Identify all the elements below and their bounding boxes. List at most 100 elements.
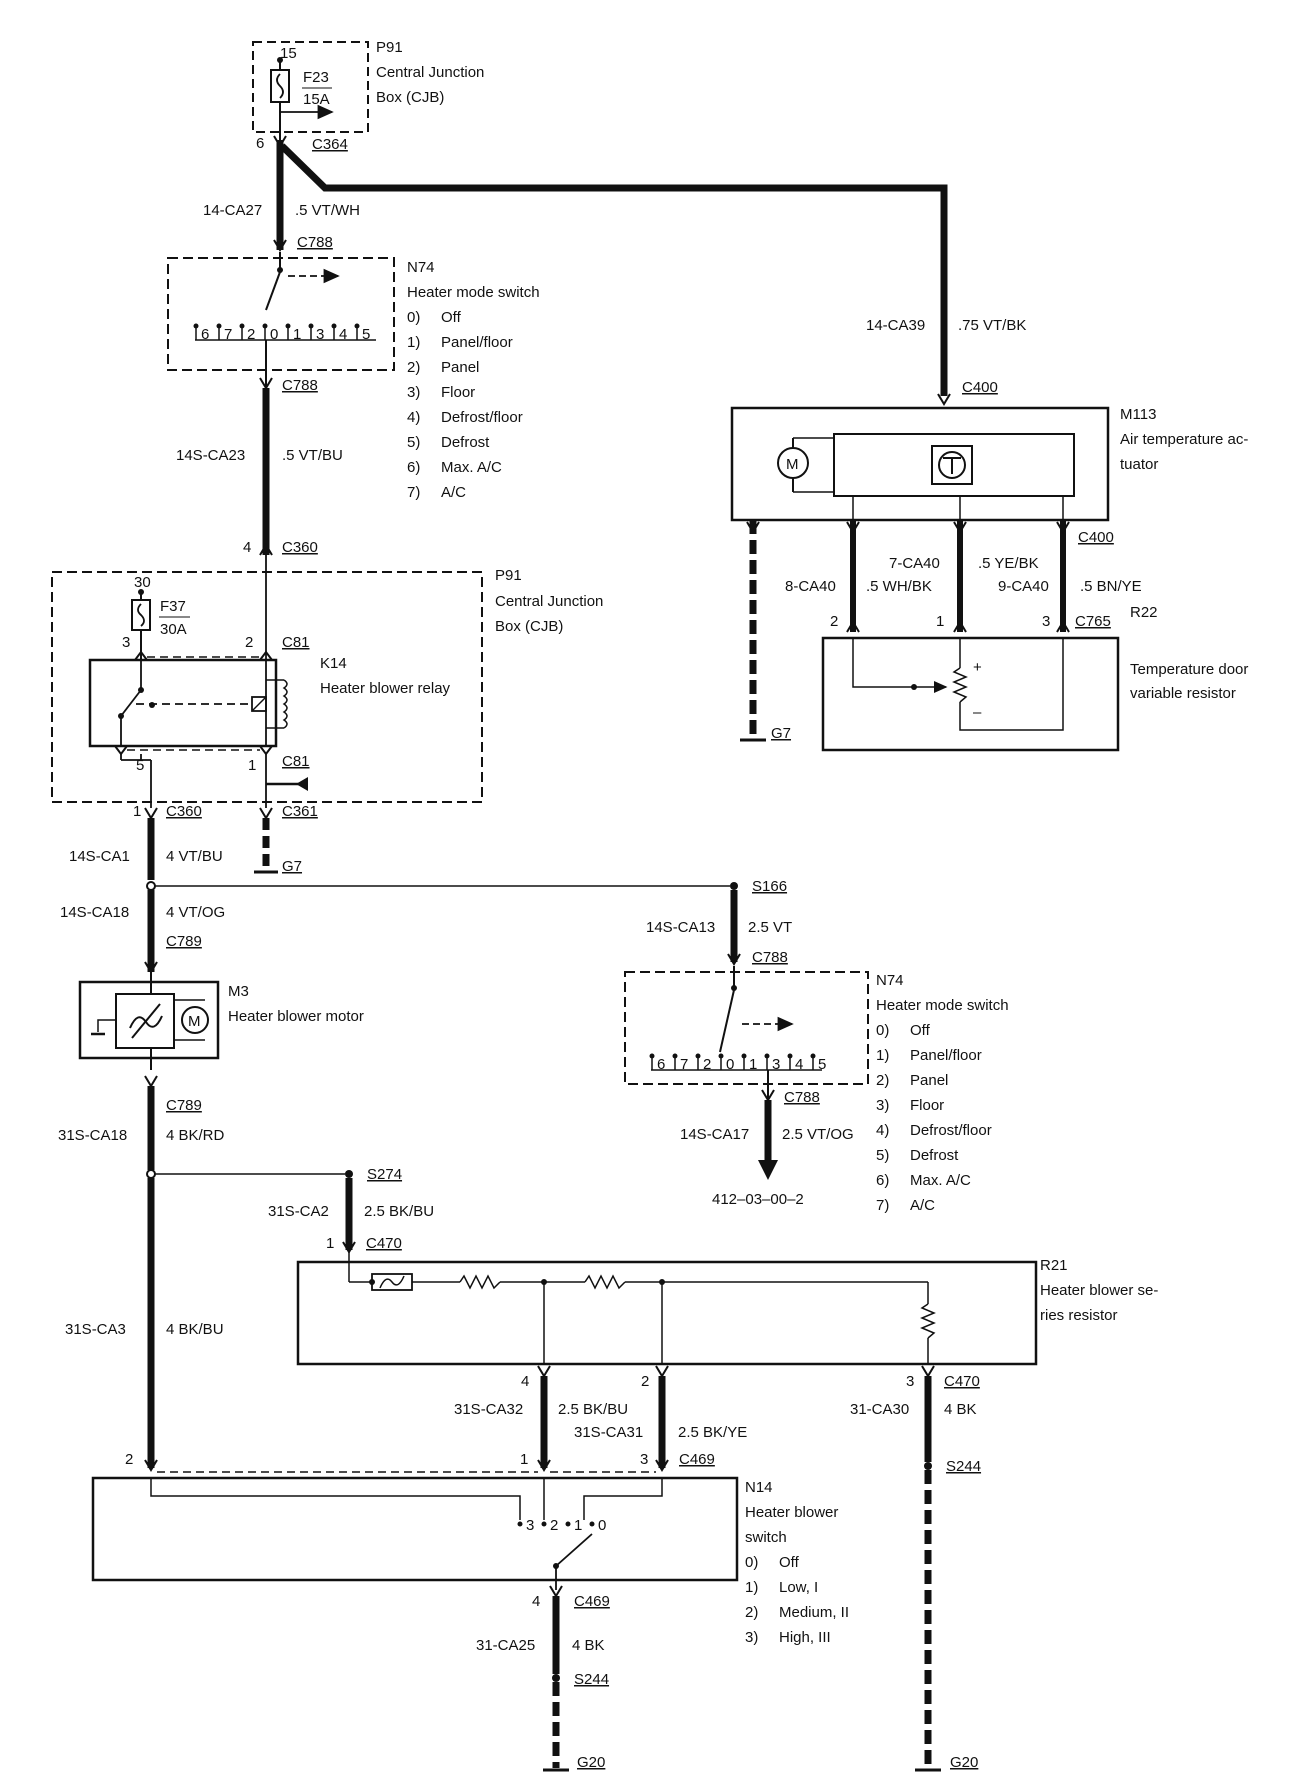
legend-position-name: Off — [441, 309, 462, 326]
legend-position: 6) — [407, 459, 420, 476]
k14-pin2: 2 — [245, 634, 253, 651]
wire-14s-ca23: 14S-CA23 .5 VT/BU 4 C360 — [176, 377, 343, 556]
ca32-spec: 2.5 BK/BU — [558, 1401, 628, 1418]
ca31-pin3: 3 — [640, 1451, 648, 1468]
legend-position-name: Panel/floor — [441, 334, 513, 351]
ca31-spec: 2.5 BK/YE — [678, 1424, 747, 1441]
g20-right: G20 — [950, 1754, 978, 1771]
legend-position: 4) — [876, 1122, 889, 1139]
contact-point — [718, 1053, 724, 1059]
ca23-spec: .5 VT/BU — [282, 447, 343, 464]
legend-position: 1) — [876, 1047, 889, 1064]
c789-top: C789 — [166, 933, 202, 950]
contact-point — [764, 1053, 770, 1059]
r22-name1: Temperature door — [1130, 661, 1248, 678]
wire-14s-ca17: 14S-CA17 2.5 VT/OG 412–03–00–2 — [680, 1089, 854, 1208]
c789-bottom: C789 — [166, 1097, 202, 1114]
contact-label: 7 — [680, 1056, 688, 1073]
legend-position: 7) — [407, 484, 420, 501]
legend-position-name: Off — [910, 1022, 931, 1039]
p91-mid-cjb: P91 Central Junction Box (CJB) 30 F37 30… — [51, 567, 603, 808]
r22-minus: – — [973, 704, 982, 721]
n14-name2: switch — [745, 1529, 787, 1546]
legend-position: 2) — [407, 359, 420, 376]
contact-label: 6 — [657, 1056, 665, 1073]
legend-position: 2) — [876, 1072, 889, 1089]
contact-label: 1 — [749, 1056, 757, 1073]
n14-contact-point — [517, 1521, 523, 1527]
ca23-circuit: 14S-CA23 — [176, 447, 245, 464]
c361-ground: C361 G7 — [254, 803, 318, 875]
contact-label: 0 — [726, 1056, 734, 1073]
contact-point — [354, 323, 360, 329]
r21-name1: Heater blower se- — [1040, 1282, 1158, 1299]
f23-rating: 15A — [303, 91, 330, 108]
n14-contact-point — [565, 1521, 571, 1527]
s244-left: S244 — [574, 1671, 609, 1688]
p91-top-name2: Box (CJB) — [376, 89, 444, 106]
wire-14s-ca18: 14S-CA18 4 VT/OG C789 — [60, 890, 225, 974]
ca1-spec: 4 VT/BU — [166, 848, 223, 865]
n14-contact-point — [541, 1521, 547, 1527]
n14-name1: Heater blower — [745, 1504, 838, 1521]
ca17-circuit: 14S-CA17 — [680, 1126, 749, 1143]
legend-position-name: Defrost — [910, 1147, 959, 1164]
contact-point — [193, 323, 199, 329]
n14-contact-label: 0 — [598, 1517, 606, 1534]
c364-connector: C364 — [312, 136, 348, 153]
c470-pin1: 1 — [326, 1235, 334, 1252]
contact-point — [239, 323, 245, 329]
31ca18-circuit: 31S-CA18 — [58, 1127, 127, 1144]
31ca18-spec: 4 BK/RD — [166, 1127, 225, 1144]
contact-point — [741, 1053, 747, 1059]
c470-bottom: C470 — [944, 1373, 980, 1390]
ca40-8-spec: .5 WH/BK — [866, 578, 932, 595]
n74-top-name: Heater mode switch — [407, 284, 540, 301]
ca40-9-spec: .5 BN/YE — [1080, 578, 1142, 595]
c360-pin1: 1 — [133, 803, 141, 820]
g20-left: G20 — [577, 1754, 605, 1771]
legend-position-name: Medium, II — [779, 1604, 849, 1621]
r22-pin1: 1 — [936, 613, 944, 630]
c469-top: C469 — [679, 1451, 715, 1468]
m3-blower-motor: M M3 Heater blower motor — [78, 972, 364, 1070]
f37-pin30: 30 — [134, 574, 151, 591]
ca25-spec: 4 BK — [572, 1637, 605, 1654]
legend-position: 1) — [745, 1579, 758, 1596]
g7-right: G7 — [771, 725, 791, 742]
r22-pin3: 3 — [1042, 613, 1050, 630]
m113-r22-wires: 8-CA40 .5 WH/BK 7-CA40 .5 YE/BK 9-CA40 .… — [785, 520, 1142, 633]
n14-id: N14 — [745, 1479, 773, 1496]
ca18-circuit: 14S-CA18 — [60, 904, 129, 921]
n14-contact-label: 3 — [526, 1517, 534, 1534]
c400-bottom: C400 — [1078, 529, 1114, 546]
legend-position: 4) — [407, 409, 420, 426]
r22-resistor: + – C765 R22 Temperature door variable r… — [821, 604, 1248, 752]
legend-position-name: Off — [779, 1554, 800, 1571]
legend-position-name: A/C — [441, 484, 466, 501]
p91-mid-id: P91 — [495, 567, 522, 584]
n14-contact-point — [589, 1521, 595, 1527]
ca25-circuit: 31-CA25 — [476, 1637, 535, 1654]
wire-31-ca25: 4 C469 31-CA25 4 BK S244 G20 — [476, 1585, 610, 1772]
f37-fuse-label: F37 — [160, 598, 186, 615]
m3-id: M3 — [228, 983, 249, 1000]
ca30-spec: 4 BK — [944, 1401, 977, 1418]
p91-mid-name1: Central Junction — [495, 593, 603, 610]
contact-label: 3 — [772, 1056, 780, 1073]
contact-label: 7 — [224, 326, 232, 343]
legend-position: 3) — [876, 1097, 889, 1114]
legend-position: 1) — [407, 334, 420, 351]
ca32-pin4: 4 — [521, 1373, 529, 1390]
ca40-9-circuit: 9-CA40 — [998, 578, 1049, 595]
contact-label: 4 — [795, 1056, 803, 1073]
ca3-spec: 4 BK/BU — [166, 1321, 224, 1338]
m113-name2: tuator — [1120, 456, 1158, 473]
ca40-8-circuit: 8-CA40 — [785, 578, 836, 595]
c360-top: C360 — [282, 539, 318, 556]
r21-series-resistor: R21 Heater blower se- ries resistor — [296, 1252, 1158, 1366]
contact-point — [216, 323, 222, 329]
